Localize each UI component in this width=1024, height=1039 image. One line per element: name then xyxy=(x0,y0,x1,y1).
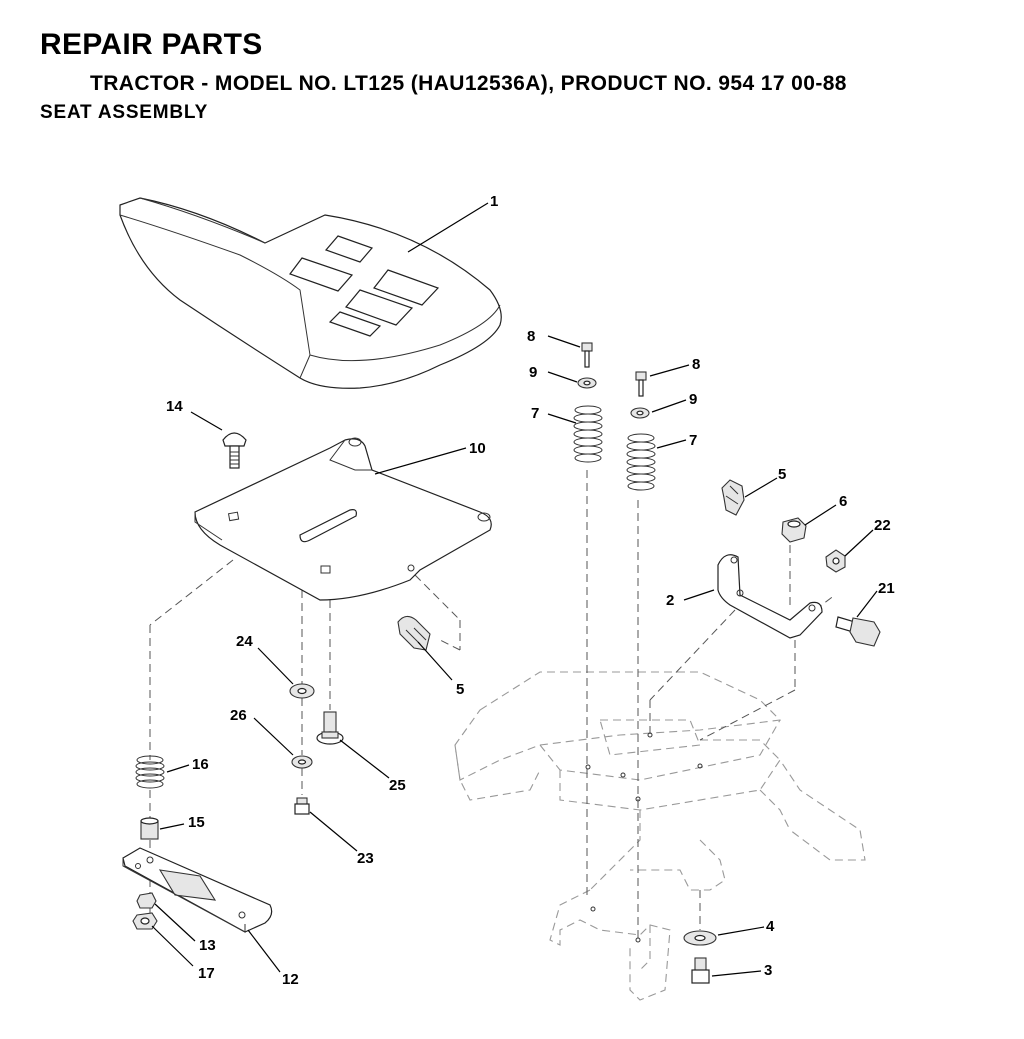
callout-6: 6 xyxy=(839,493,847,510)
slide-bracket-part xyxy=(122,847,273,933)
washer-4-part xyxy=(683,930,717,946)
callout-4: 4 xyxy=(766,918,775,935)
model-subtitle: TRACTOR - MODEL NO. LT125 (HAU12536A), P… xyxy=(90,72,847,95)
washer-9-right-part xyxy=(630,407,650,419)
callout-2: 2 xyxy=(666,592,674,609)
callout-21: 21 xyxy=(878,580,895,597)
carriage-bolt-part xyxy=(222,432,247,469)
callout-26: 26 xyxy=(230,707,247,724)
shoulder-bolt-21-part xyxy=(835,616,881,647)
callout-8-left: 8 xyxy=(527,328,535,345)
callout-17: 17 xyxy=(198,965,215,982)
spacer-15-part xyxy=(140,817,159,840)
washer-26-part xyxy=(291,755,313,769)
page-title: REPAIR PARTS xyxy=(40,28,263,61)
bolt-3-part xyxy=(691,957,710,984)
spring-16-part xyxy=(135,755,165,789)
callout-22: 22 xyxy=(874,517,891,534)
callout-10: 10 xyxy=(469,440,486,457)
spring-7-left-part xyxy=(573,405,603,463)
nut-6-part xyxy=(781,517,807,543)
alignment-lines xyxy=(149,470,836,940)
callout-labels: 1 10 14 8 9 7 8 9 7 5 6 22 21 2 5 24 26 … xyxy=(166,193,895,988)
bolt-8-left-part xyxy=(581,342,593,368)
callout-5-right: 5 xyxy=(778,466,786,483)
callout-13: 13 xyxy=(199,937,216,954)
washer-9-left-part xyxy=(577,377,597,389)
callout-7-right: 7 xyxy=(689,432,697,449)
latch-right-part xyxy=(721,479,745,516)
callout-15: 15 xyxy=(188,814,205,831)
section-title: SEAT ASSEMBLY xyxy=(40,102,209,123)
callout-1: 1 xyxy=(490,193,498,210)
bolt-23-part xyxy=(294,797,310,815)
nut-13-part xyxy=(136,892,157,909)
callout-25: 25 xyxy=(389,777,406,794)
callout-3: 3 xyxy=(764,962,772,979)
callout-23: 23 xyxy=(357,850,374,867)
bracket-2-part xyxy=(717,554,823,639)
washer-24-part xyxy=(289,683,315,699)
tractor-frame-phantom xyxy=(454,671,866,1001)
leader-lines xyxy=(151,202,878,977)
callout-7-left: 7 xyxy=(531,405,539,422)
callout-24: 24 xyxy=(236,633,253,650)
seat-part xyxy=(119,197,502,389)
callout-5-left: 5 xyxy=(456,681,464,698)
nut-22-part xyxy=(825,549,846,573)
callout-9-right: 9 xyxy=(689,391,697,408)
callout-14: 14 xyxy=(166,398,183,415)
callout-8-right: 8 xyxy=(692,356,700,373)
callout-12: 12 xyxy=(282,971,299,988)
spring-7-right-part xyxy=(626,433,656,491)
callout-16: 16 xyxy=(192,756,209,773)
seat-pan-part xyxy=(194,437,492,601)
shoulder-bolt-part xyxy=(316,711,344,745)
latch-left-part xyxy=(397,615,431,651)
callout-9-left: 9 xyxy=(529,364,537,381)
nut-17-part xyxy=(132,912,158,930)
bolt-8-right-part xyxy=(635,371,647,397)
